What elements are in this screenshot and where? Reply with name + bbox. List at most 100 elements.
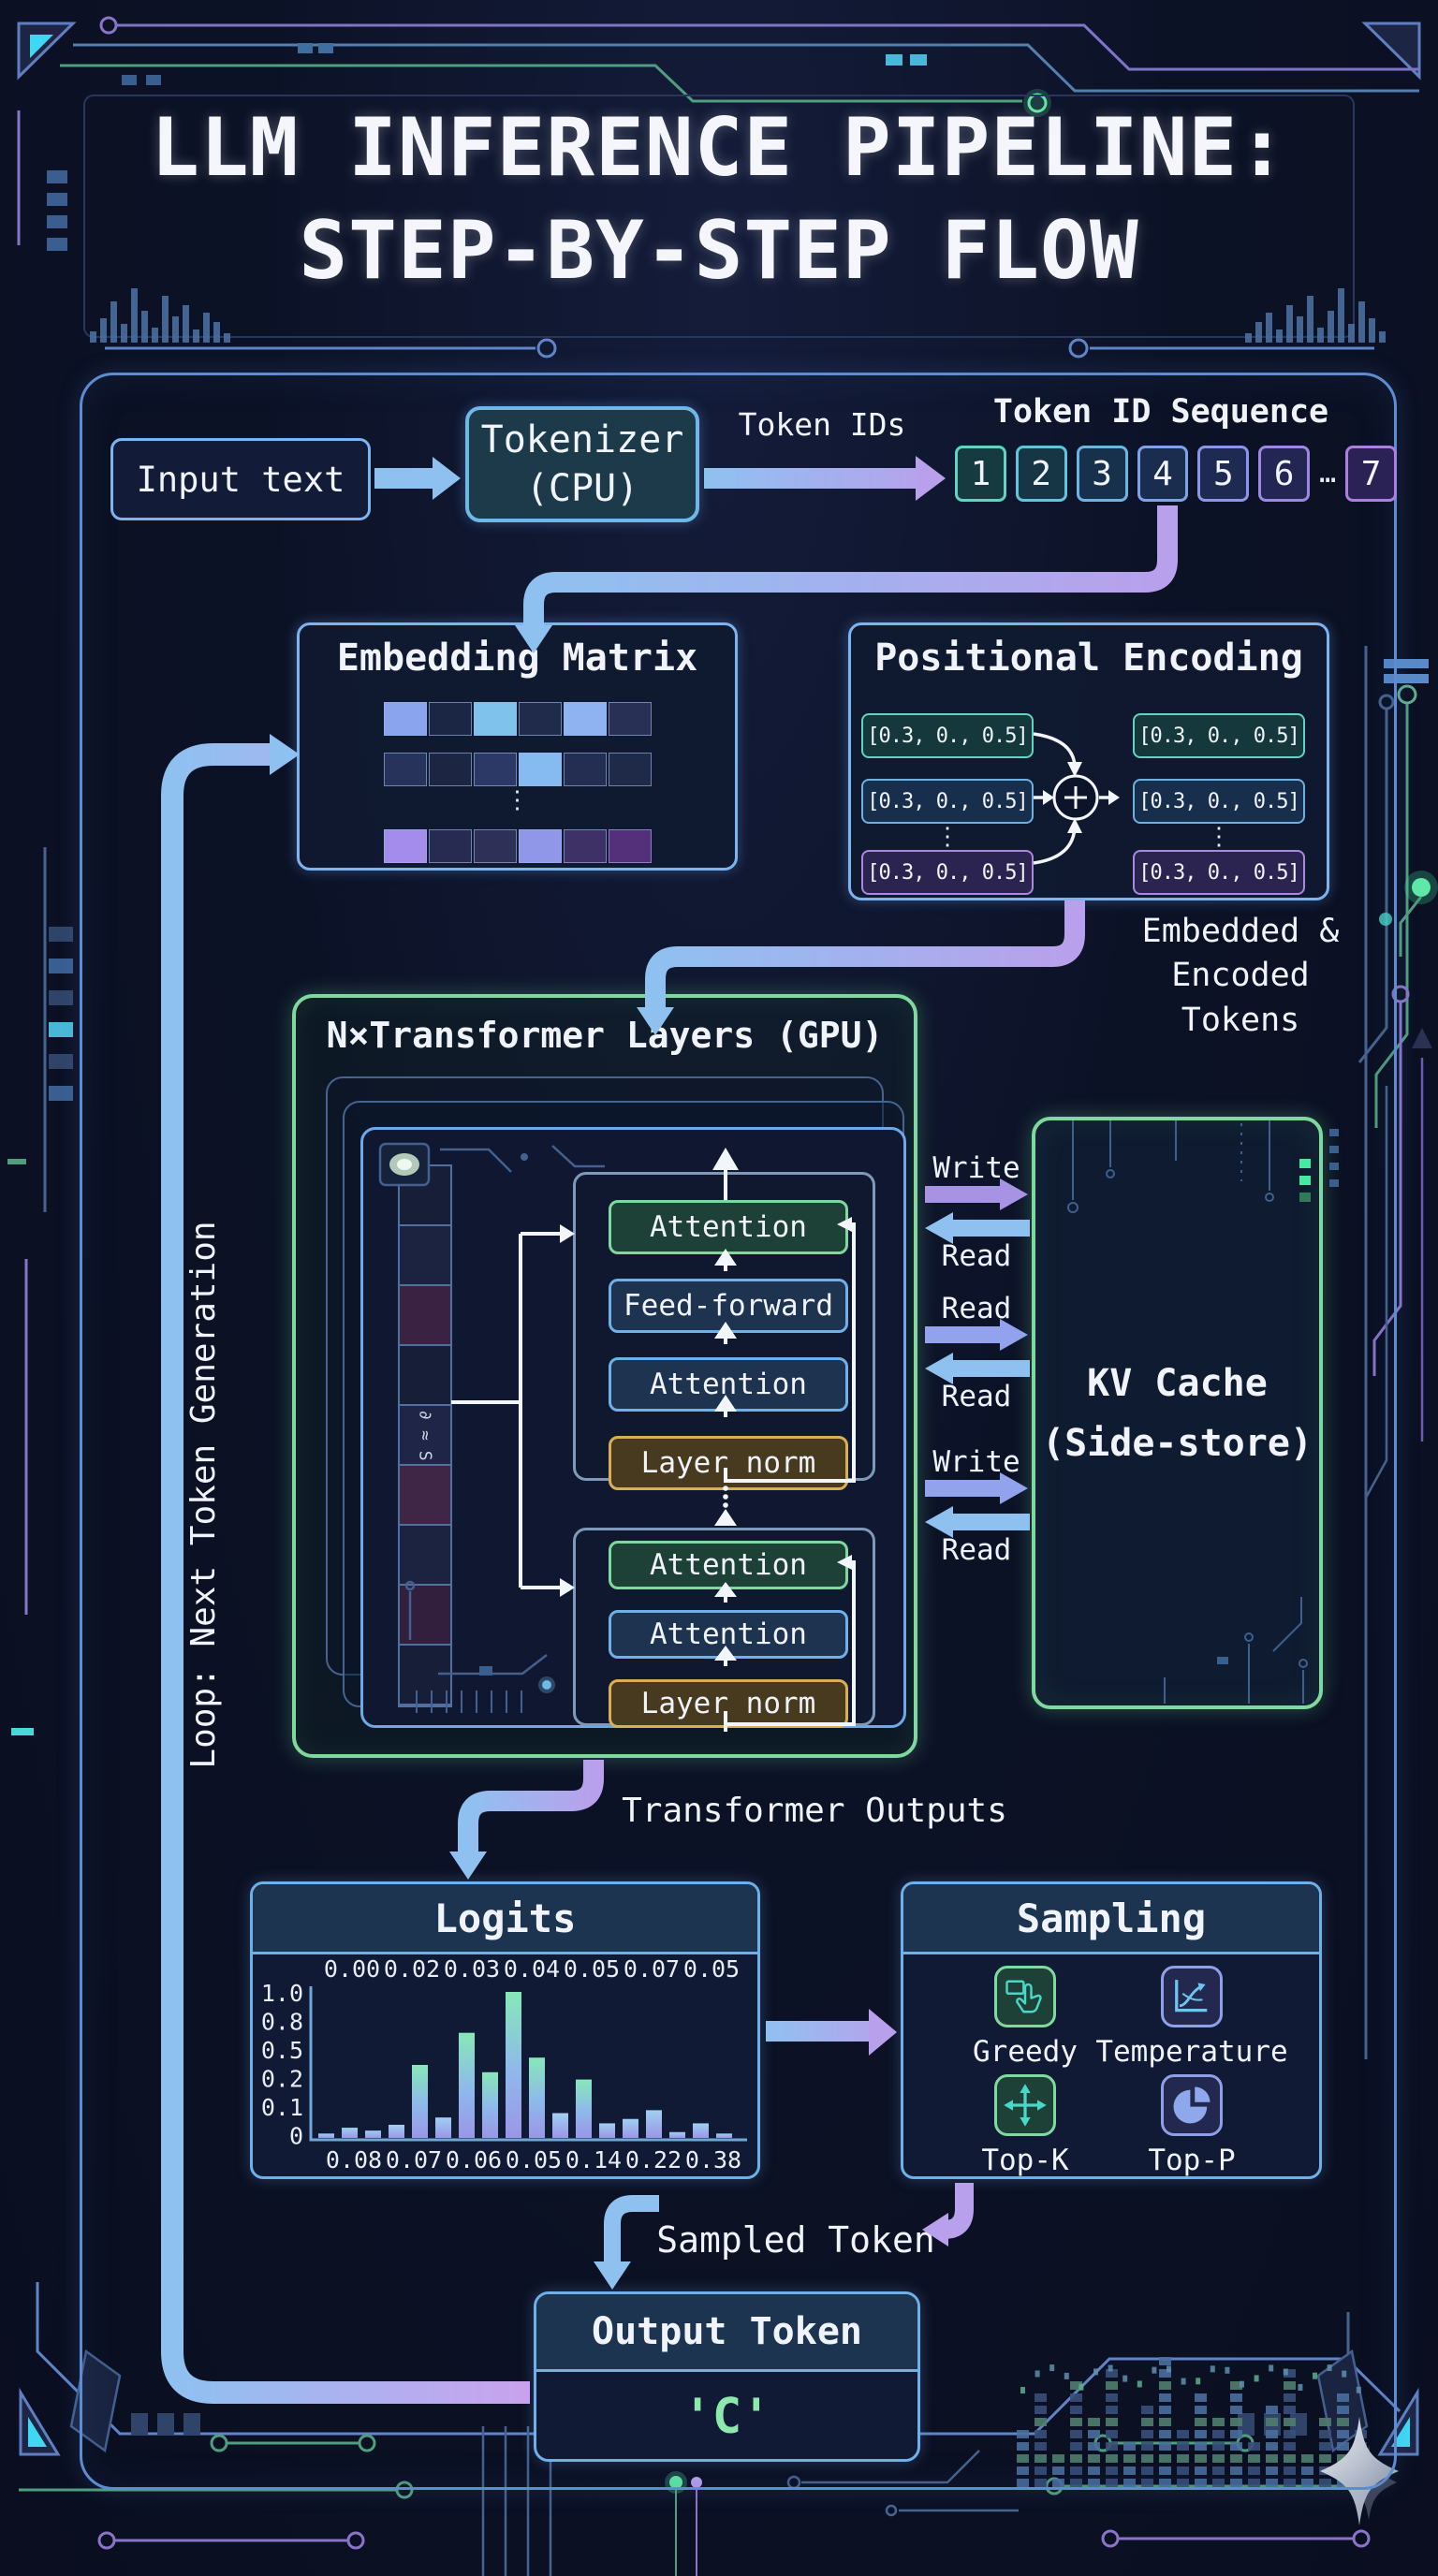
positional-encoding-output-vectors: [0.3, 0., 0.5][0.3, 0., 0.5]⋮[0.3, 0., 0…: [1133, 713, 1305, 895]
embedding-row: [300, 829, 735, 863]
title-bar: [1317, 328, 1324, 343]
corner-triangle-cyan-icon: [30, 35, 53, 58]
output-token-value: 'C': [682, 2389, 771, 2445]
embedding-cell: [608, 753, 652, 786]
transformer-layers-title: N×Transformer Layers (GPU): [326, 1015, 884, 1056]
embedding-cell: [383, 829, 427, 863]
title-bar: [100, 318, 107, 343]
title-bar: [172, 316, 179, 343]
output-token-title: Output Token: [536, 2294, 917, 2372]
embedding-cell: [428, 829, 472, 863]
embedding-cell: [383, 753, 427, 786]
token-chip: 6: [1258, 446, 1311, 502]
tokenizer-label-line2: (CPU): [525, 467, 639, 510]
kv-arrow-label-read: Read: [941, 1239, 1012, 1273]
top-p-tile: [1161, 2074, 1223, 2136]
greedy-tile: [994, 1966, 1056, 2027]
temperature-tile: [1161, 1966, 1223, 2027]
title-bar: [141, 311, 148, 343]
layer-attention: Attention: [609, 1610, 848, 1659]
embedding-cell: [518, 702, 562, 736]
title-bar: [1307, 296, 1313, 343]
title-bar: [213, 322, 220, 343]
embedding-cell: [608, 829, 652, 863]
token-chip: 3: [1076, 446, 1128, 502]
corner-triangle-icon: [17, 22, 77, 80]
top-p-label: Top-P: [1148, 2144, 1236, 2177]
sampled-token-label: Sampled Token: [656, 2219, 935, 2261]
top-k-label: Top-K: [981, 2144, 1069, 2177]
title-bar: [224, 333, 230, 343]
layer-layer-norm: Layer norm: [609, 1679, 848, 1728]
strip-cell: [400, 1586, 450, 1646]
tokenizer-label-line1: Tokenizer: [480, 418, 684, 461]
layer-attention: Attention: [609, 1541, 848, 1589]
layer-layer-norm: Layer norm: [609, 1436, 848, 1490]
embedded-encoded-line2: Encoded Tokens: [1171, 957, 1310, 1039]
title-bar: [1348, 324, 1355, 343]
temperature-curve-icon: [1175, 1980, 1208, 2012]
title-bar: [183, 305, 189, 343]
embedding-dots: ⋮: [505, 786, 530, 814]
embedding-cell: [473, 753, 517, 786]
page-title-line2: STEP-BY-STEP FLOW: [299, 204, 1139, 298]
title-bar: [110, 301, 117, 343]
embedding-cell: [563, 753, 607, 786]
embedding-cell: [518, 753, 562, 786]
top-k-tile: [994, 2074, 1056, 2136]
title-bar: [1297, 316, 1303, 343]
kv-cache-line1: KV Cache: [1087, 1361, 1268, 1405]
title-bar: [1358, 301, 1365, 343]
kv-arrow-label-write: Write: [932, 1445, 1020, 1479]
embedding-cell: [608, 702, 652, 736]
positional-encoding-title: Positional Encoding: [874, 637, 1303, 680]
title-bar: [203, 313, 210, 343]
strip-cell: [400, 1286, 450, 1346]
embedding-matrix-rows: ⋮: [300, 702, 735, 863]
strip-cell: [400, 1526, 450, 1586]
embedding-cell: [563, 702, 607, 736]
strip-glyphs: ∂ ≈ S: [415, 1409, 435, 1461]
kv-arrow-label-read: Read: [941, 1533, 1012, 1567]
main-frame: [80, 373, 1397, 2490]
embedding-cell: [518, 829, 562, 863]
title-bar: [1266, 313, 1272, 343]
title-bar: [90, 331, 96, 343]
kv-cache-line2: (Side-store): [1042, 1421, 1313, 1465]
vector-chip: [0.3, 0., 0.5]: [1133, 850, 1305, 895]
sampling-title: Sampling: [903, 1884, 1319, 1954]
title-bar: [1328, 311, 1334, 343]
token-chip: 1: [955, 446, 1006, 502]
top-p-pie-icon: [1173, 2086, 1211, 2124]
title-bar: [121, 324, 127, 343]
title-bar: [1286, 305, 1293, 343]
embedding-matrix-title: Embedding Matrix: [336, 637, 698, 680]
token-chip: 2: [1015, 446, 1067, 502]
embedding-cell: [563, 829, 607, 863]
logits-box: Logits: [250, 1881, 760, 2179]
vector-chip: [0.3, 0., 0.5]: [1133, 779, 1305, 824]
loop-label: Loop: Next Token Generation: [184, 1221, 223, 1769]
layer-attention: Attention: [609, 1200, 848, 1254]
title-bar: [1255, 322, 1262, 343]
title-bar: [1379, 331, 1386, 343]
title-bar: [162, 296, 169, 343]
sampling-box: Sampling: [901, 1881, 1322, 2179]
embedding-matrix-box: Embedding Matrix ⋮: [297, 622, 738, 871]
embedding-cell: [473, 702, 517, 736]
title-bar: [152, 328, 158, 343]
layer-attention: Attention: [609, 1357, 848, 1412]
logits-title: Logits: [253, 1884, 757, 1954]
embedded-encoded-line1: Embedded &: [1141, 913, 1340, 950]
vector-chip: [0.3, 0., 0.5]: [861, 779, 1034, 824]
token-chip: 4: [1137, 446, 1189, 502]
hand-pick-icon: [1005, 1980, 1042, 2013]
vector-dots: ⋮: [935, 823, 960, 851]
layer-feed-forward: Feed-forward: [609, 1279, 848, 1333]
title-bar: [193, 329, 199, 343]
vector-chip: [0.3, 0., 0.5]: [861, 850, 1034, 895]
strip-cell: [400, 1466, 450, 1526]
token-chip: 7: [1345, 446, 1397, 502]
